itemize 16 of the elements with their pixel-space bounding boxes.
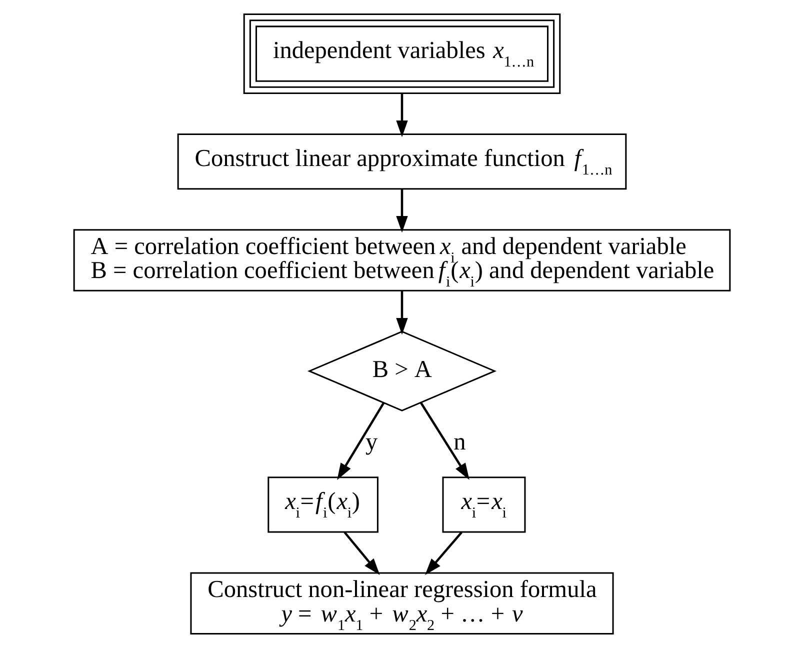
edge-label: y [365, 428, 378, 456]
arrow [396, 290, 408, 335]
arrow [336, 402, 384, 480]
node-box: x$_{i}$=f$_{i}$(x$_{i}$) [267, 476, 378, 533]
node-box: A = correlation coefficient between x$_{i}$ and dependent variable B = correlation coefficient between f$_{i}$(x$_{i}$) and dependent variable [72, 229, 730, 292]
node-diamond: B > A [306, 330, 496, 412]
node-box: Construct non-linear regression formula y = w$_{1}$x$_{1}$ + w$_{2}$x$_{2}$ + … + v [190, 572, 614, 634]
edge-label: n [453, 428, 466, 456]
node-box: independent variables x$_{1…n}$ [242, 14, 560, 94]
arrow [424, 532, 462, 575]
arrow [396, 94, 408, 138]
arrow [343, 532, 380, 575]
arrow [396, 189, 408, 233]
arrow [420, 402, 469, 480]
node-box: x$_{i}$=x$_{i}$ [442, 476, 526, 533]
node-box: Construct linear approximate function f$_{1…n}$ [176, 133, 626, 190]
